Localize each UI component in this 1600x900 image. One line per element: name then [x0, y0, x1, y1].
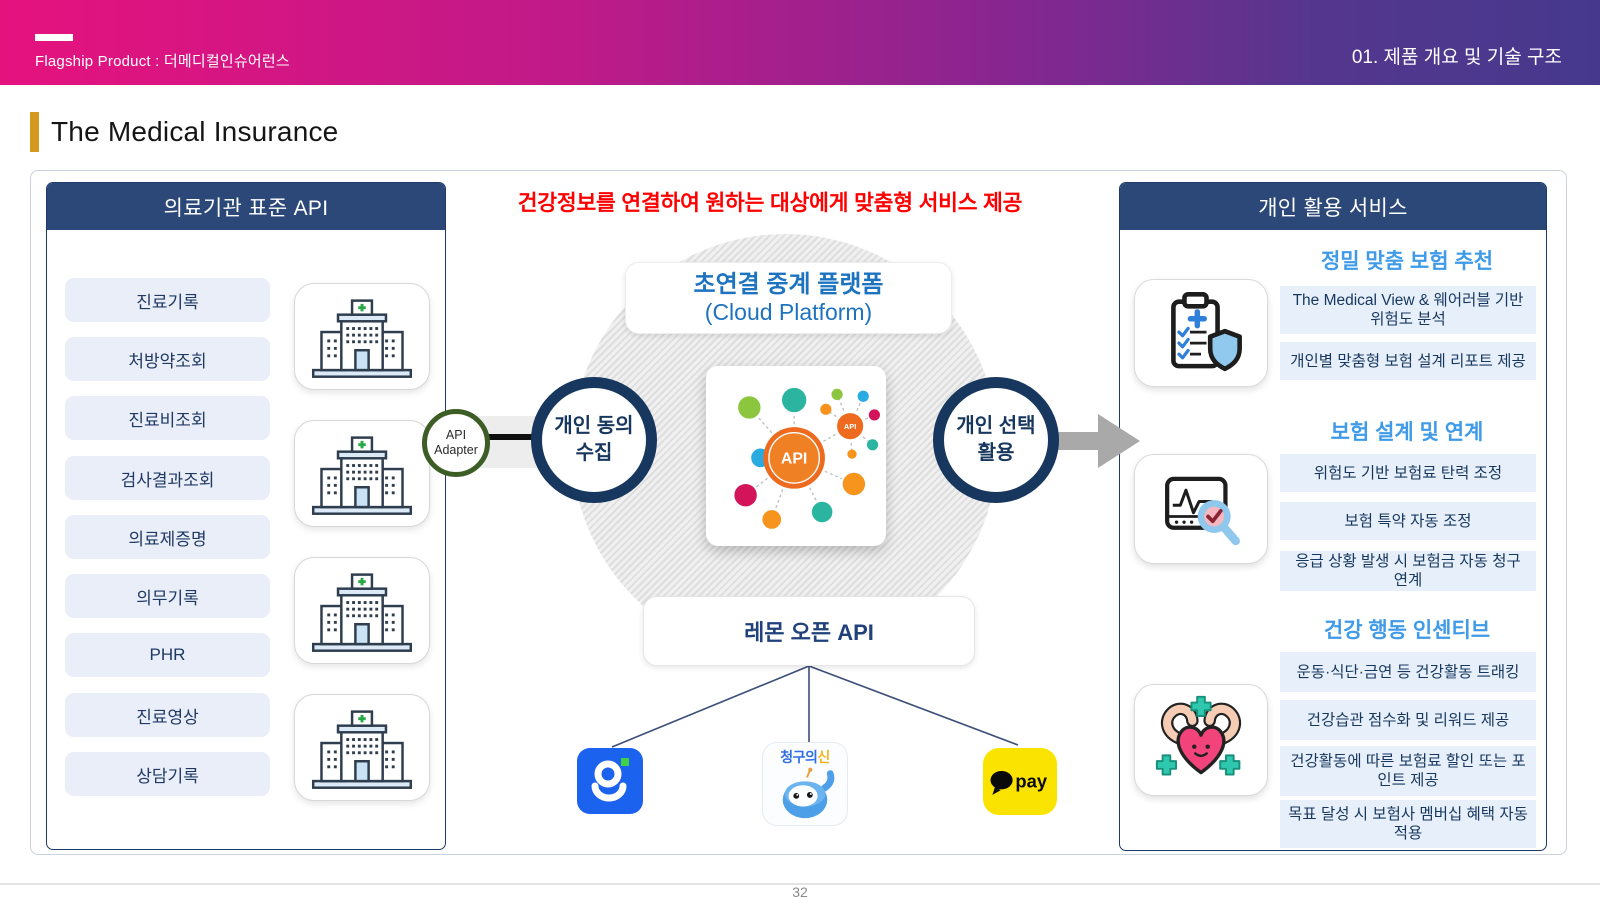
benefit-item: The Medical View & 웨어러블 기반 위험도 분석: [1280, 286, 1536, 334]
benefit-item: 응급 상황 발생 시 보험금 자동 청구 연계: [1280, 551, 1536, 591]
benefit-item: 보험 특약 자동 조정: [1280, 502, 1536, 540]
header-left: Flagship Product : 더메디컬인슈어런스: [35, 34, 290, 71]
hospital-icon-card: [294, 283, 430, 390]
benefit-item: 위험도 기반 보험료 탄력 조정: [1280, 454, 1536, 492]
consent-label-line1: 개인 동의: [554, 415, 634, 437]
cloud-platform-box: 초연결 중계 플랫폼 (Cloud Platform): [625, 262, 952, 334]
right-panel-title: 개인 활용 서비스: [1120, 183, 1546, 230]
platform-title-line2: (Cloud Platform): [704, 298, 873, 325]
center-headline: 건강정보를 연결하여 원하는 대상에게 맞춤형 서비스 제공: [517, 191, 1023, 215]
arrow-right-icon: [1052, 414, 1140, 468]
api-item-phr: PHR: [65, 633, 270, 677]
goodrich-app-tile[interactable]: [577, 748, 643, 814]
hospital-icon: [311, 572, 413, 652]
lemon-open-api-label: 레몬 오픈 API: [744, 620, 874, 645]
api-item-certificate: 의료제증명: [65, 515, 270, 559]
api-node-label: API: [844, 422, 856, 431]
api-adapter-circle: API Adapter: [422, 409, 490, 477]
section-title-insurance-recommendation: 정밀 맞춤 보험 추천: [1320, 250, 1494, 273]
select-label-line2: 활용: [977, 442, 1015, 464]
adapter-connector-line: [486, 434, 536, 440]
api-item-test-result: 검사결과조회: [65, 456, 270, 500]
kakaopay-bubble-icon: pay: [990, 770, 1048, 795]
header-dash: [35, 34, 73, 41]
api-item-chart-record: 의무기록: [65, 574, 270, 618]
api-adapter-label-line1: API: [445, 428, 467, 442]
right-panel: 개인 활용 서비스 정밀 맞춤 보험 추천 The Medical View &…: [1119, 182, 1547, 851]
api-network-card: API API: [706, 366, 886, 546]
hospital-icon-card: [294, 694, 430, 801]
api-item-consult-record: 상담기록: [65, 752, 270, 796]
header-section-label: 01. 제품 개요 및 기술 구조: [1351, 47, 1562, 68]
api-item-medical-cost: 진료비조회: [65, 396, 270, 440]
title-row: The Medical Insurance: [30, 112, 338, 152]
section-title-insurance-design: 보험 설계 및 연계: [1330, 421, 1484, 444]
page-number: 32: [792, 884, 808, 900]
goodrich-g-icon: [591, 758, 629, 802]
api-network-graphic: API API: [732, 386, 880, 531]
claim-app-label-yellow: 신: [817, 749, 830, 765]
claim-app-label-blue: 청구의: [780, 749, 818, 765]
api-hub-label: API: [781, 450, 807, 467]
api-item-medical-record: 진료기록: [65, 278, 270, 322]
clipboard-shield-card: [1134, 279, 1268, 387]
hospital-icon: [311, 298, 413, 378]
title-accent-bar: [30, 112, 39, 152]
hospital-icon: [311, 435, 413, 515]
footer-divider: [0, 883, 1600, 885]
hospital-icon-card: [294, 557, 430, 664]
monitor-magnifier-card: [1134, 454, 1268, 564]
hospital-icon-card: [294, 420, 430, 527]
consent-label-line2: 수집: [575, 442, 613, 464]
monitor-magnifier-icon: [1165, 476, 1241, 546]
kakaopay-label: pay: [1015, 770, 1047, 791]
kakaopay-app-tile[interactable]: pay: [983, 748, 1057, 815]
personal-select-circle: 개인 선택 활용: [933, 377, 1059, 503]
claim-god-app-tile[interactable]: 청구의신: [762, 742, 848, 826]
benefit-item: 운동·식단·금연 등 건강활동 트래킹: [1280, 652, 1536, 692]
claim-robot-icon: [782, 767, 835, 819]
api-item-imaging: 진료영상: [65, 693, 270, 737]
clipboard-shield-icon: [1171, 292, 1242, 372]
claim-app-label: 청구의신: [780, 750, 830, 764]
header-product-label: Flagship Product : 더메디컬인슈어런스: [35, 53, 290, 70]
left-panel: 의료기관 표준 API 진료기록 처방약조회 진료비조회 검사결과조회 의료제증…: [46, 182, 446, 850]
api-item-prescription: 처방약조회: [65, 337, 270, 381]
connector-lines: [611, 665, 1019, 748]
benefit-item: 개인별 맞춤형 보험 설계 리포트 제공: [1280, 342, 1536, 380]
lemon-open-api-box: 레몬 오픈 API: [643, 596, 975, 666]
page-title: The Medical Insurance: [51, 116, 339, 147]
left-panel-title: 의료기관 표준 API: [47, 183, 445, 230]
header-bar: Flagship Product : 더메디컬인슈어런스 01. 제품 개요 및…: [0, 0, 1600, 85]
hospital-icon: [311, 709, 413, 789]
consent-collection-circle: 개인 동의 수집: [531, 377, 657, 503]
platform-title-line1: 초연결 중계 플랫폼: [693, 270, 884, 298]
benefit-item: 건강활동에 따른 보험료 할인 또는 포인트 제공: [1280, 746, 1536, 796]
benefit-item: 건강습관 점수화 및 리워드 제공: [1280, 700, 1536, 740]
select-label-line1: 개인 선택: [956, 415, 1036, 437]
benefit-item: 목표 달성 시 보험사 멤버십 혜택 자동 적용: [1280, 800, 1536, 848]
strong-heart-card: [1134, 684, 1268, 796]
api-adapter-label-line2: Adapter: [434, 443, 478, 457]
section-title-health-incentive: 건강 행동 인센티브: [1323, 619, 1491, 642]
strong-heart-icon: [1155, 695, 1242, 776]
